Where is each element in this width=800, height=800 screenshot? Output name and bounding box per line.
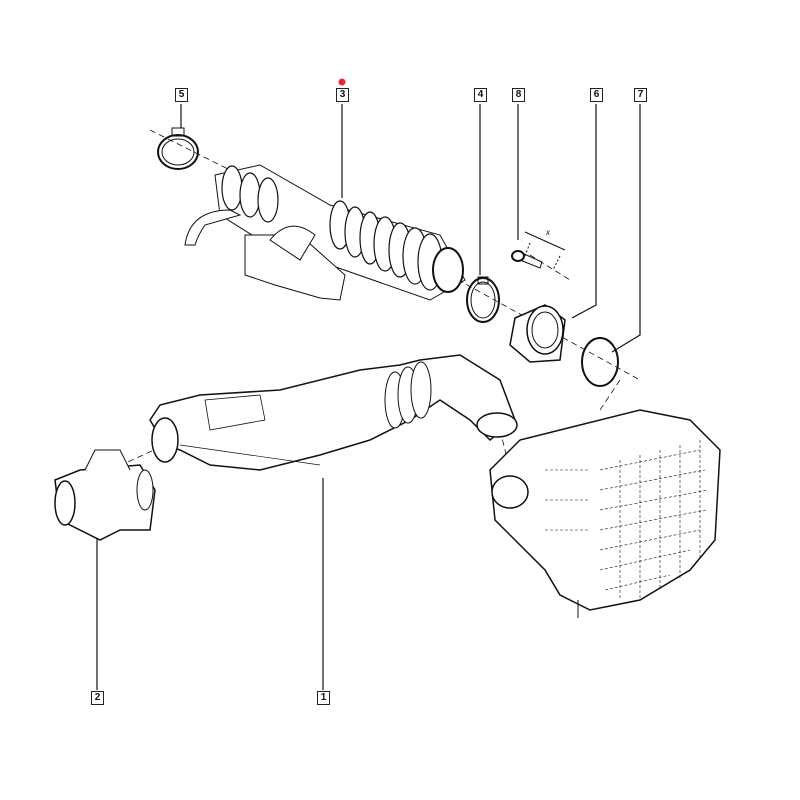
callout-7[interactable]: 7 xyxy=(634,88,647,102)
part-8-screw xyxy=(511,231,566,271)
callout-2[interactable]: 2 xyxy=(91,691,104,705)
part-2-air-inlet xyxy=(54,449,156,541)
part-7-seal-ring xyxy=(581,337,619,387)
callout-6[interactable]: 6 xyxy=(590,88,603,102)
marker-dot xyxy=(338,78,346,86)
callout-3[interactable]: 3 xyxy=(336,88,349,102)
part-1-air-duct xyxy=(149,354,518,471)
part-3-air-hose xyxy=(184,164,466,301)
air-filter-housing xyxy=(489,409,721,618)
callout-8[interactable]: 8 xyxy=(512,88,525,102)
callout-5[interactable]: 5 xyxy=(175,88,188,102)
callout-4[interactable]: 4 xyxy=(474,88,487,102)
part-6-airflow-sensor xyxy=(509,304,566,363)
part-4-hose-clamp xyxy=(466,276,500,323)
part-5-hose-clamp xyxy=(157,127,199,170)
callout-1[interactable]: 1 xyxy=(317,691,330,705)
leader-lines xyxy=(96,104,641,690)
dimension-label: x xyxy=(546,228,550,237)
